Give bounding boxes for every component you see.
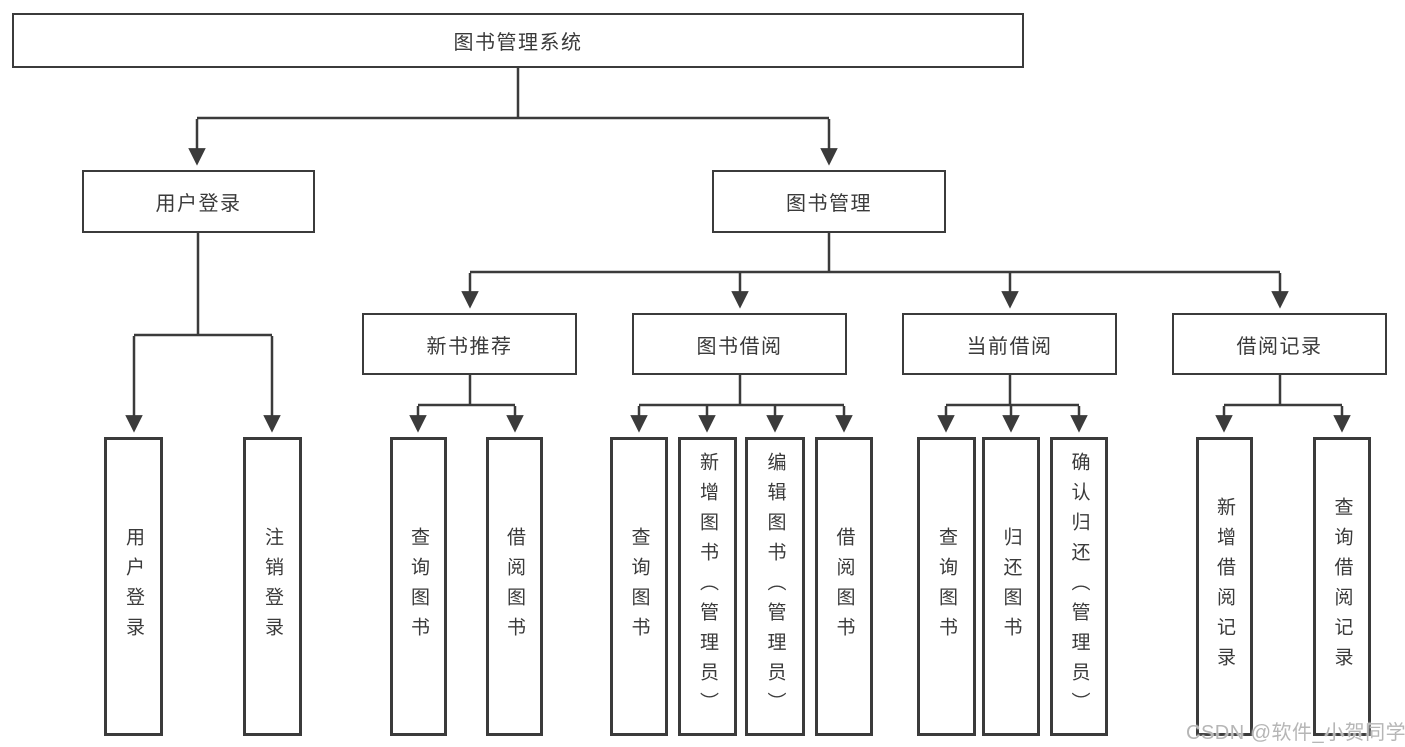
connector-group3-rail <box>946 375 1079 407</box>
leaf-logout: 注销登录 <box>243 437 302 736</box>
node-new-book-recommend: 新书推荐 <box>362 313 577 375</box>
node-book-mgmt-branch: 图书管理 <box>712 170 946 233</box>
leaf-logout-label: 注销登录 <box>262 526 283 647</box>
connector-user-login-rail <box>134 233 272 337</box>
leaf-add-books-admin-label: 新增图书（管理员） <box>697 451 718 722</box>
leaf-query-books-2-label: 查询图书 <box>628 526 650 647</box>
leaf-edit-books-admin: 编辑图书（管理员） <box>745 437 805 736</box>
leaf-query-books-3: 查询图书 <box>917 437 976 736</box>
leaf-edit-books-admin-label: 编辑图书（管理员） <box>764 451 786 722</box>
leaf-query-books-1-label: 查询图书 <box>408 526 429 647</box>
leaf-confirm-return-admin-label: 确认归还（管理员） <box>1068 451 1090 722</box>
leaf-user-login: 用户登录 <box>104 437 163 736</box>
node-borrow-records: 借阅记录 <box>1172 313 1387 375</box>
leaf-add-borrow-record-label: 新增借阅记录 <box>1214 496 1235 677</box>
leaf-query-books-2: 查询图书 <box>610 437 668 736</box>
leaf-query-borrow-record: 查询借阅记录 <box>1313 437 1371 736</box>
connector-book-mgmt-rail <box>470 233 1280 274</box>
leaf-query-books-3-label: 查询图书 <box>936 526 957 647</box>
leaf-borrow-books-1: 借阅图书 <box>486 437 543 736</box>
connector-group4-rail <box>1224 375 1342 407</box>
leaf-borrow-books-2: 借阅图书 <box>815 437 873 736</box>
leaf-borrow-books-1-label: 借阅图书 <box>504 526 525 647</box>
csdn-watermark: CSDN @软件_小贺同学 <box>1186 722 1405 744</box>
leaf-add-borrow-record: 新增借阅记录 <box>1196 437 1253 736</box>
leaf-query-books-1: 查询图书 <box>390 437 447 736</box>
connector-group1-rail <box>418 375 515 407</box>
leaf-user-login-label: 用户登录 <box>123 526 144 647</box>
connector-group2-rail <box>639 375 844 407</box>
node-user-login-branch: 用户登录 <box>82 170 315 233</box>
leaf-add-books-admin: 新增图书（管理员） <box>678 437 737 736</box>
leaf-query-borrow-record-label: 查询借阅记录 <box>1331 496 1353 677</box>
leaf-borrow-books-2-label: 借阅图书 <box>833 526 855 647</box>
leaf-confirm-return-admin: 确认归还（管理员） <box>1050 437 1108 736</box>
leaf-return-books: 归还图书 <box>982 437 1040 736</box>
node-current-borrow: 当前借阅 <box>902 313 1117 375</box>
connector-root-rail <box>197 68 829 120</box>
leaf-return-books-label: 归还图书 <box>1000 526 1022 647</box>
node-root-system: 图书管理系统 <box>12 13 1024 68</box>
node-book-borrow: 图书借阅 <box>632 313 847 375</box>
